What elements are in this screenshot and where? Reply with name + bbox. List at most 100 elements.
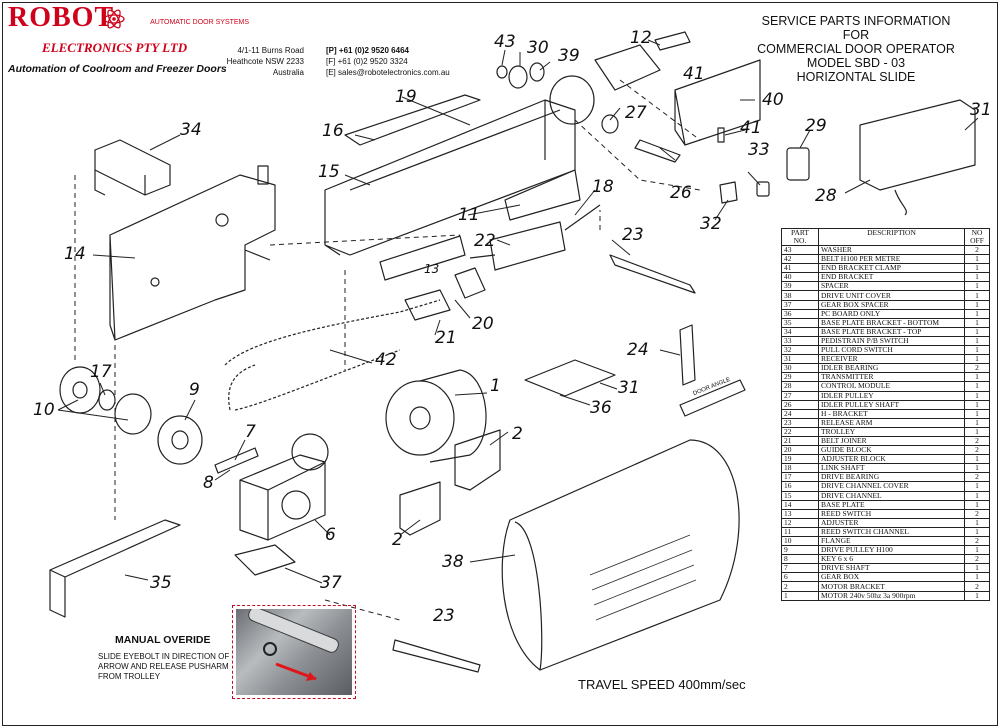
- part-number-cell: 9: [781, 545, 819, 556]
- part-number-cell: 40: [781, 272, 819, 283]
- header-qty: NO OFF: [964, 228, 990, 246]
- part-motor-face: [385, 380, 455, 456]
- qty-cell: 2: [964, 581, 990, 592]
- callout-38: 38: [442, 552, 464, 572]
- table-header-row: PART NO. DESCRIPTION NO OFF: [781, 228, 990, 246]
- callout-22: 22: [474, 231, 496, 251]
- callout-41: 41: [683, 64, 705, 84]
- qty-cell: 1: [964, 326, 990, 337]
- callout-13: 13: [424, 262, 440, 276]
- part-number-cell: 7: [781, 563, 819, 574]
- part-number-cell: 42: [781, 254, 819, 265]
- callout-35: 35: [150, 573, 172, 593]
- callout-40: 40: [762, 90, 784, 110]
- qty-cell: 1: [964, 381, 990, 392]
- part-number-cell: 26: [781, 399, 819, 410]
- description-cell: PULL CORD SWITCH: [818, 345, 965, 356]
- part-idler-pulley: [549, 75, 595, 125]
- qty-cell: 1: [964, 590, 990, 601]
- qty-cell: 2: [964, 472, 990, 483]
- part-number-cell: 16: [781, 481, 819, 492]
- part-gear-box-spacer: [234, 544, 296, 576]
- part-number-cell: 20: [781, 445, 819, 456]
- leader-line: [574, 189, 596, 216]
- leader-line: [964, 117, 979, 131]
- description-cell: FLANGE: [818, 535, 965, 547]
- qty-cell: 1: [964, 399, 990, 410]
- callout-32: 32: [700, 214, 722, 234]
- qty-cell: 1: [964, 517, 990, 528]
- qty-cell: 2: [964, 435, 990, 447]
- part-number-cell: 2: [781, 581, 819, 592]
- title-line: MODEL SBD - 03: [806, 56, 906, 70]
- control-module-cable: [894, 189, 907, 216]
- qty-cell: 1: [964, 272, 990, 283]
- gear-box-flange: [291, 433, 329, 471]
- part-number-cell: 30: [781, 363, 819, 374]
- address-line: Heathcote NSW 2233: [226, 57, 304, 66]
- description-cell: LINK SHAFT: [818, 463, 965, 474]
- description-cell: TROLLEY: [818, 426, 965, 437]
- callout-8: 8: [203, 473, 214, 493]
- part-belt-joiner: [404, 289, 451, 321]
- part-base-plate-bracket-bottom: [49, 519, 181, 618]
- qty-cell: 2: [964, 244, 990, 256]
- description-cell: GEAR BOX: [818, 572, 965, 583]
- description-cell: GUIDE BLOCK: [818, 445, 965, 456]
- leader-line: [496, 239, 511, 246]
- part-number-cell: 6: [781, 572, 819, 583]
- assembly-line: [269, 234, 461, 246]
- part-drive-pulley-hub: [171, 430, 189, 450]
- part-washer: [496, 65, 508, 79]
- callout-6: 6: [325, 525, 336, 545]
- callout-23: 23: [622, 225, 644, 245]
- description-cell: BASE PLATE BRACKET - TOP: [818, 326, 965, 337]
- part-idler-bearing: [601, 114, 619, 134]
- callout-28: 28: [815, 186, 837, 206]
- part-number-cell: 38: [781, 290, 819, 301]
- leader-line: [799, 129, 811, 149]
- qty-cell: 1: [964, 545, 990, 556]
- brand-tagline: AUTOMATIC DOOR SYSTEMS: [150, 18, 250, 26]
- callout-26: 26: [670, 183, 692, 203]
- callout-19: 19: [395, 87, 417, 107]
- part-number-cell: 19: [781, 454, 819, 465]
- description-cell: CONTROL MODULE: [818, 381, 965, 392]
- callout-43: 43: [494, 32, 516, 52]
- part-number-cell: 24: [781, 408, 819, 419]
- manual-override-photo: [232, 605, 356, 699]
- leader-line: [234, 439, 246, 461]
- leader-line: [284, 567, 323, 584]
- part-drive-bearing: [98, 389, 116, 411]
- callout-37: 37: [320, 573, 342, 593]
- leader-line: [659, 349, 681, 356]
- qty-cell: 1: [964, 345, 990, 356]
- callout-1: 1: [490, 376, 501, 396]
- description-cell: BASE PLATE BRACKET - BOTTOM: [818, 317, 965, 328]
- description-cell: IDLER PULLEY SHAFT: [818, 399, 965, 410]
- qty-cell: 1: [964, 390, 990, 401]
- description-cell: SPACER: [818, 281, 965, 292]
- leader-line: [434, 319, 441, 336]
- description-cell: DRIVE UNIT COVER: [818, 290, 965, 301]
- brand-subname: ELECTRONICS PTY LTD: [42, 40, 188, 55]
- cover-vents: [589, 534, 697, 621]
- callout-17: 17: [90, 362, 112, 382]
- description-cell: PC BOARD ONLY: [818, 308, 965, 319]
- part-number-cell: 17: [781, 472, 819, 483]
- leader-line: [559, 394, 591, 406]
